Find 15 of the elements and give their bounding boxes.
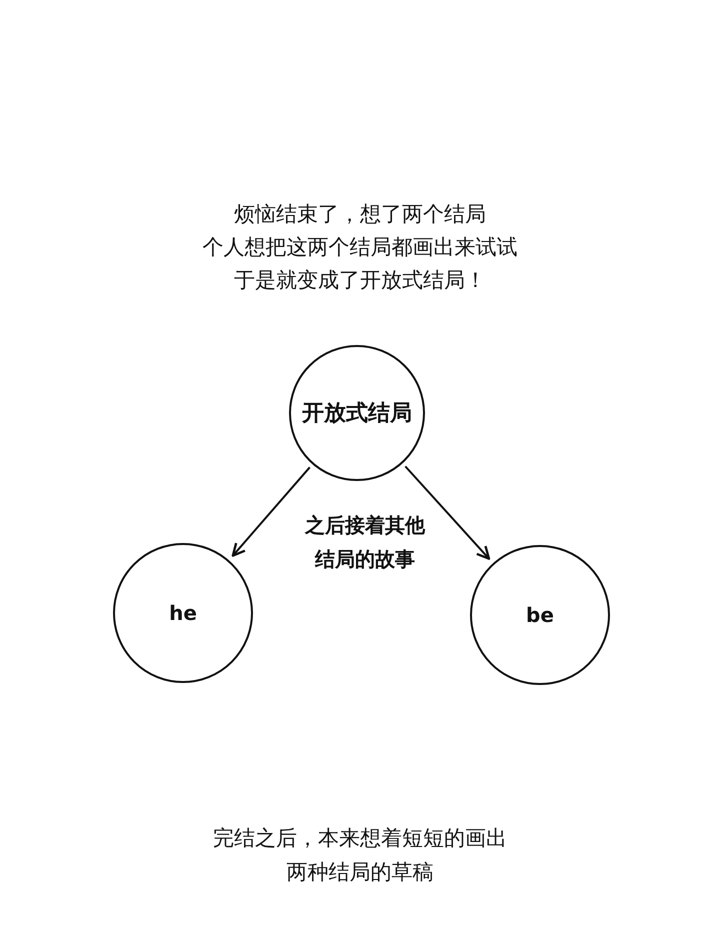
caption-text: 完结之后，本来想着短短的画出	[213, 826, 507, 850]
node-label: be	[526, 603, 554, 627]
caption-text: 个人想把这两个结局都画出来试试	[202, 235, 518, 259]
circle	[470, 545, 610, 685]
arrow-label: 结局的故事	[315, 547, 415, 571]
node-label: he	[169, 601, 197, 625]
circle	[289, 345, 425, 481]
arrow	[232, 466, 310, 557]
node-label: 开放式结局	[302, 400, 412, 428]
arrow-label: 之后接着其他	[305, 513, 425, 537]
caption-text: 于是就变成了开放式结局！	[234, 268, 486, 292]
circle	[113, 543, 253, 683]
arrow	[404, 466, 490, 560]
caption-text: 两种结局的草稿	[286, 860, 434, 884]
caption-text: 烦恼结束了，想了两个结局	[234, 202, 486, 226]
